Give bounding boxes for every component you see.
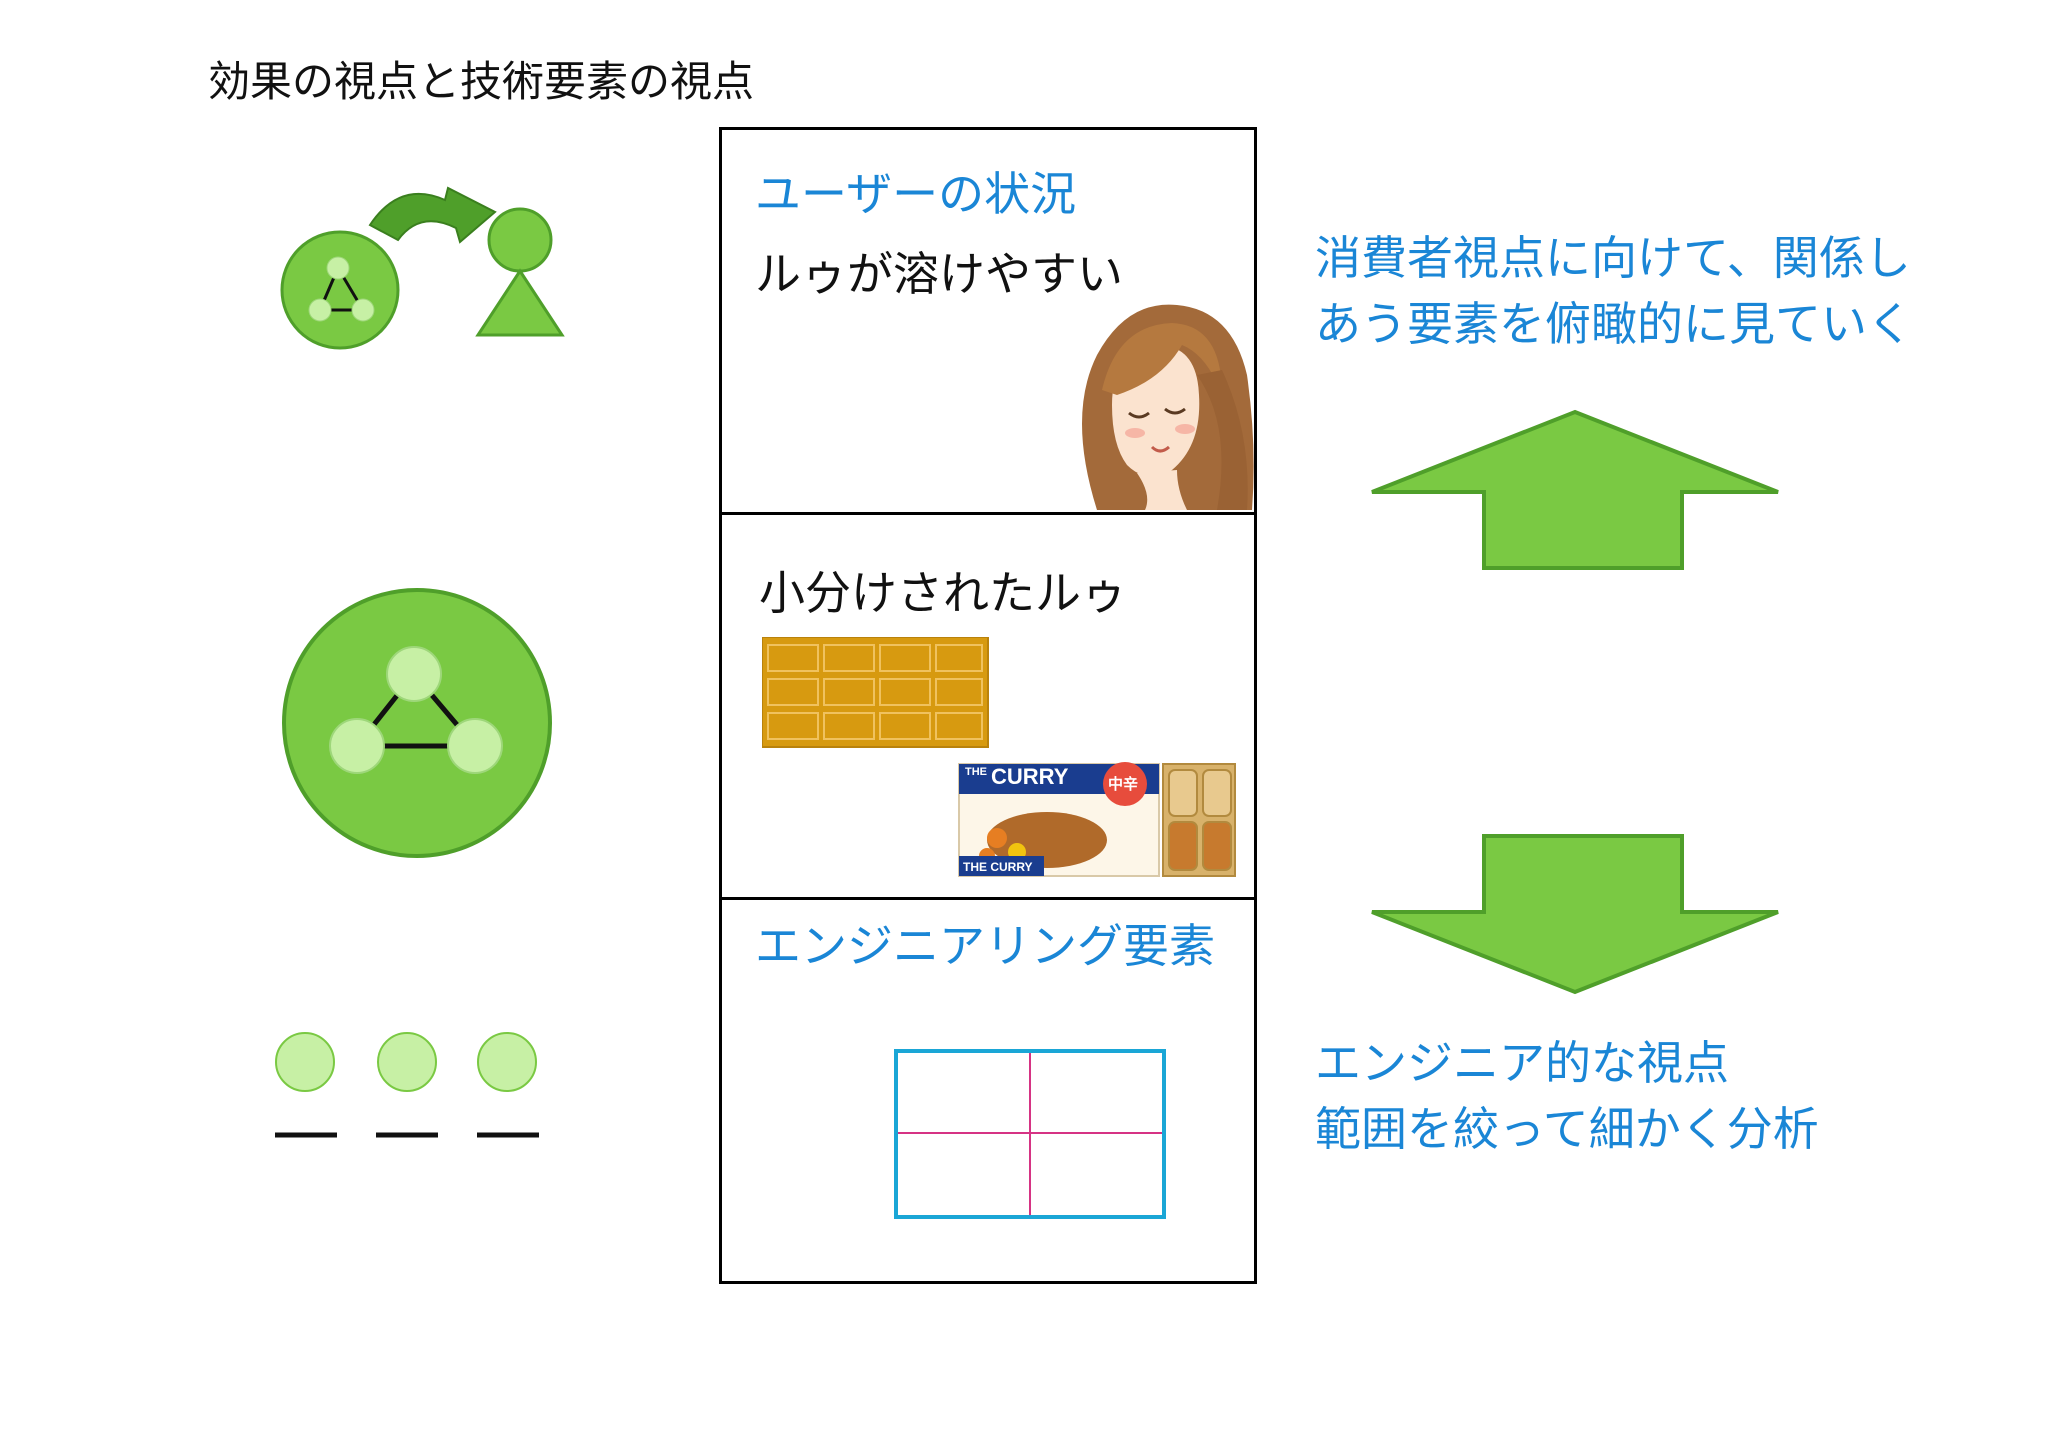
split-roux-text: 小分けされたルゥ [759, 566, 1127, 620]
engineer-view-text: エンジニア的な視点 範囲を絞って細かく分析 [1315, 1036, 1819, 1156]
roux-block-icon [762, 637, 989, 748]
curry-brand-top: THE [965, 766, 987, 778]
page-title: 効果の視点と技術要素の視点 [208, 57, 755, 106]
user-situation-panel: ユーザーの状況 ルゥが溶けやすい [719, 127, 1257, 515]
curry-brand-name: CURRY [991, 764, 1069, 789]
user-situation-text: ルゥが溶けやすい [755, 247, 1123, 301]
curved-arrow-icon [368, 186, 497, 244]
separate-elements-icon [275, 1032, 539, 1138]
engineering-heading: エンジニアリング要素 [755, 919, 1215, 973]
arrow-down-icon [1371, 834, 1779, 995]
engineering-grid-icon [894, 1049, 1166, 1219]
curry-badge: 中辛 [1108, 775, 1139, 793]
woman-illustration [1082, 304, 1254, 510]
system-network-icon [282, 588, 552, 858]
user-situation-heading: ユーザーの状況 [755, 167, 1077, 221]
person-icon [475, 207, 565, 337]
split-roux-panel: 小分けされたルゥ [719, 512, 1257, 900]
system-to-person-icon [280, 186, 565, 350]
arrow-up-icon [1371, 409, 1779, 570]
engineering-panel: エンジニアリング要素 [719, 897, 1257, 1284]
consumer-view-text: 消費者視点に向けて、関係し あう要素を俯瞰的に見ていく [1315, 231, 1913, 351]
curry-package: THE CURRY 中辛 THE CURRY [957, 760, 1237, 880]
curry-bottom-label: THE CURRY [963, 860, 1033, 874]
